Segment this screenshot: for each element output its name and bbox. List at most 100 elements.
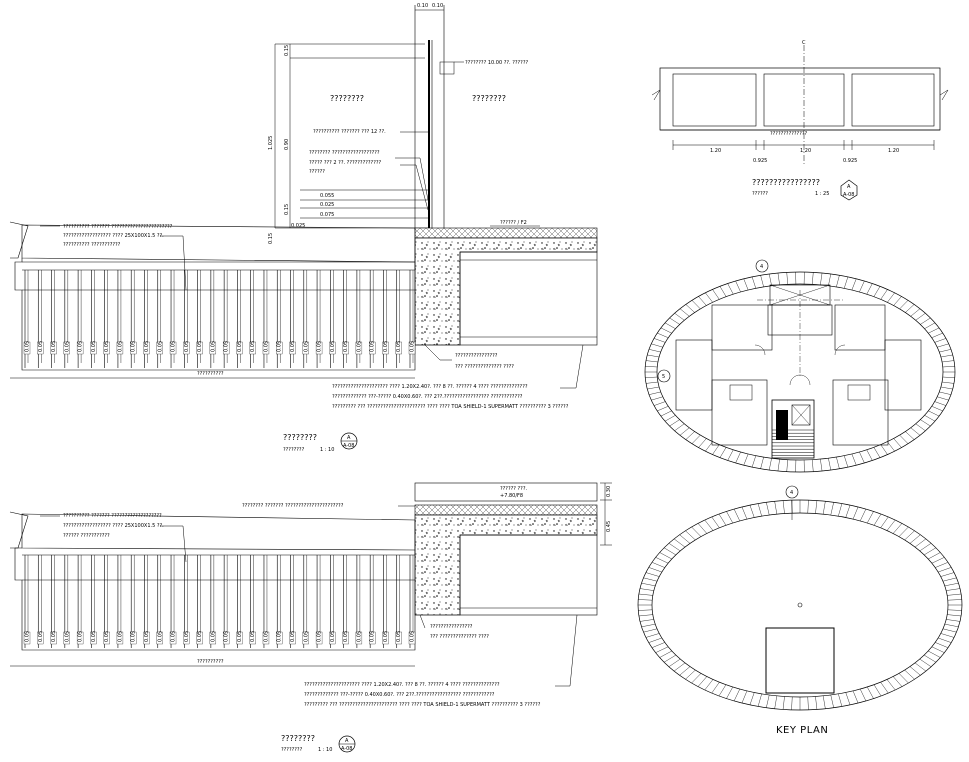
note-text: ??? ?????????????? ???? <box>430 634 489 640</box>
dim-label: 1.20 <box>710 148 721 154</box>
tag-letter: A <box>347 435 351 441</box>
louver-tag: 0.05 <box>410 341 416 352</box>
detail-scale: 1 : 10 <box>320 447 334 453</box>
room-label-right: ???????? <box>472 94 506 103</box>
louver-tag: 0.05 <box>396 341 402 352</box>
level-note: ?????? ???. <box>500 486 527 492</box>
detail-title: ???????? <box>281 734 315 743</box>
key-plan-label: KEY PLAN <box>776 725 828 736</box>
louver-tag: 0.05 <box>78 631 84 642</box>
louver-tag: 0.05 <box>396 631 402 642</box>
key-plan <box>637 499 963 711</box>
louver-tag: 0.05 <box>131 631 137 642</box>
louver-tag: 0.05 <box>104 631 110 642</box>
tag-number: 4 <box>790 490 793 496</box>
note-text: ????? ??? 2 ??. ????????????? <box>309 160 382 166</box>
louver-tag: 0.05 <box>237 341 243 352</box>
louver-tag: 0.05 <box>330 341 336 352</box>
spec-text: ????????????? ???-????? 0.40X0.60?. ??? … <box>304 692 495 698</box>
level-note: +7.80/F8 <box>500 493 523 499</box>
louver-tag: 0.05 <box>144 341 150 352</box>
louver-tag: 0.05 <box>210 631 216 642</box>
detail-subtitle: ???????? <box>283 447 305 453</box>
tag-number: 4 <box>760 264 763 270</box>
louver-tag: 0.05 <box>290 631 296 642</box>
dim-label: 0.90 <box>284 139 290 150</box>
louver-tag: 0.05 <box>224 631 230 642</box>
dim-label: 0.15 <box>284 204 290 215</box>
spec-text: ????????????????????? ???? 1.20X2.40?. ?… <box>332 384 528 390</box>
louver-tag: 0.05 <box>184 631 190 642</box>
louver-tag: 0.05 <box>64 631 70 642</box>
louver-tag: 0.05 <box>303 341 309 352</box>
louver-tag: 0.05 <box>290 341 296 352</box>
louver-tag: 0.05 <box>370 341 376 352</box>
louver-group-top: 0.05 0.05 0.05 0.05 0.05 0.05 0.05 0.05 0.05 0.05… <box>23 270 416 368</box>
dim-label: 0.45 <box>606 521 612 532</box>
plan-tag-lower: 4 <box>785 485 799 499</box>
louver-tag: 0.05 <box>330 631 336 642</box>
louver-tag: 0.05 <box>157 631 163 642</box>
dim-label: 0.10 <box>417 3 428 9</box>
louver-tag: 0.05 <box>131 341 137 352</box>
note-text: ?????????????? <box>770 131 807 137</box>
window-elevation <box>651 45 949 165</box>
louver-tag: 0.05 <box>104 341 110 352</box>
louver-tag: 0.05 <box>51 341 57 352</box>
note-text: ??? ?????????????? ???? <box>455 364 514 370</box>
note-text: ???????????????? <box>430 624 473 630</box>
dim-label: 0.15 <box>284 45 290 56</box>
dim-label: 0.15 <box>268 233 274 244</box>
section-tag-marker: A A-08 <box>340 432 358 450</box>
louver-tag: 0.05 <box>303 631 309 642</box>
tag-letter: A <box>345 738 349 744</box>
note-text: ???????? ?????????????????? <box>309 150 380 156</box>
elevation-tag-marker: A A-08 <box>840 179 858 201</box>
louver-tag: 0.05 <box>210 341 216 352</box>
note-text: ?????????? ??????? ??? 12 ??. <box>313 129 386 135</box>
louver-tag: 0.05 <box>64 341 70 352</box>
concrete-slab <box>414 514 598 616</box>
note-text: ???????? 10.00 ??. ?????? <box>465 60 528 66</box>
span-label: ?????????? <box>197 371 224 377</box>
detail-scale: 1 : 10 <box>318 747 332 753</box>
louver-tag: 0.05 <box>277 341 283 352</box>
louver-tag: 0.05 <box>383 341 389 352</box>
louver-tag: 0.05 <box>197 341 203 352</box>
louver-tag: 0.05 <box>25 631 31 642</box>
louver-tag: 0.05 <box>117 631 123 642</box>
dim-label: 0.075 <box>320 212 334 218</box>
floor-finish <box>414 227 598 239</box>
note-text: ?????? / F2 <box>500 220 527 226</box>
spec-text: ????????? ??? ?????????????????????? ???… <box>304 702 541 708</box>
tag-sheet: A-08 <box>343 443 354 449</box>
room-label-left: ???????? <box>330 94 364 103</box>
louver-tag: 0.05 <box>343 341 349 352</box>
detail-subtitle: ???????? <box>281 747 303 753</box>
louver-beam-bottom <box>9 511 416 651</box>
plan-tag-side: 5 <box>657 369 671 383</box>
spec-text: ????????????? ???-????? 0.40X0.60?. ??? … <box>332 394 523 400</box>
louver-tag: 0.05 <box>263 341 269 352</box>
dim-label: 0.925 <box>843 158 857 164</box>
tag-sheet: A-08 <box>341 746 352 752</box>
note-text: ???????? ??????? ?????????????????????? <box>242 503 344 509</box>
louver-tag: 0.05 <box>184 341 190 352</box>
louver-tag: 0.05 <box>38 631 44 642</box>
detail-title: ???????? <box>283 433 317 442</box>
span-label: ?????????? <box>197 659 224 665</box>
spec-text: ????????? ??? ?????????????????????? ???… <box>332 404 569 410</box>
note-text: ???????????????? <box>455 353 498 359</box>
dim-label: 1.20 <box>800 148 811 154</box>
concrete-slab <box>414 237 598 346</box>
louver-tag: 0.05 <box>224 341 230 352</box>
louver-tag: 0.05 <box>117 341 123 352</box>
louver-tag: 0.05 <box>263 631 269 642</box>
louver-tag: 0.05 <box>356 631 362 642</box>
louver-tag: 0.05 <box>25 341 31 352</box>
louver-tag: 0.05 <box>171 341 177 352</box>
note-text: ?????????? ??????? ?????????????????????… <box>63 224 173 230</box>
louver-beam-top <box>9 221 416 371</box>
louver-tag: 0.05 <box>237 631 243 642</box>
tag-letter: A <box>847 184 851 190</box>
